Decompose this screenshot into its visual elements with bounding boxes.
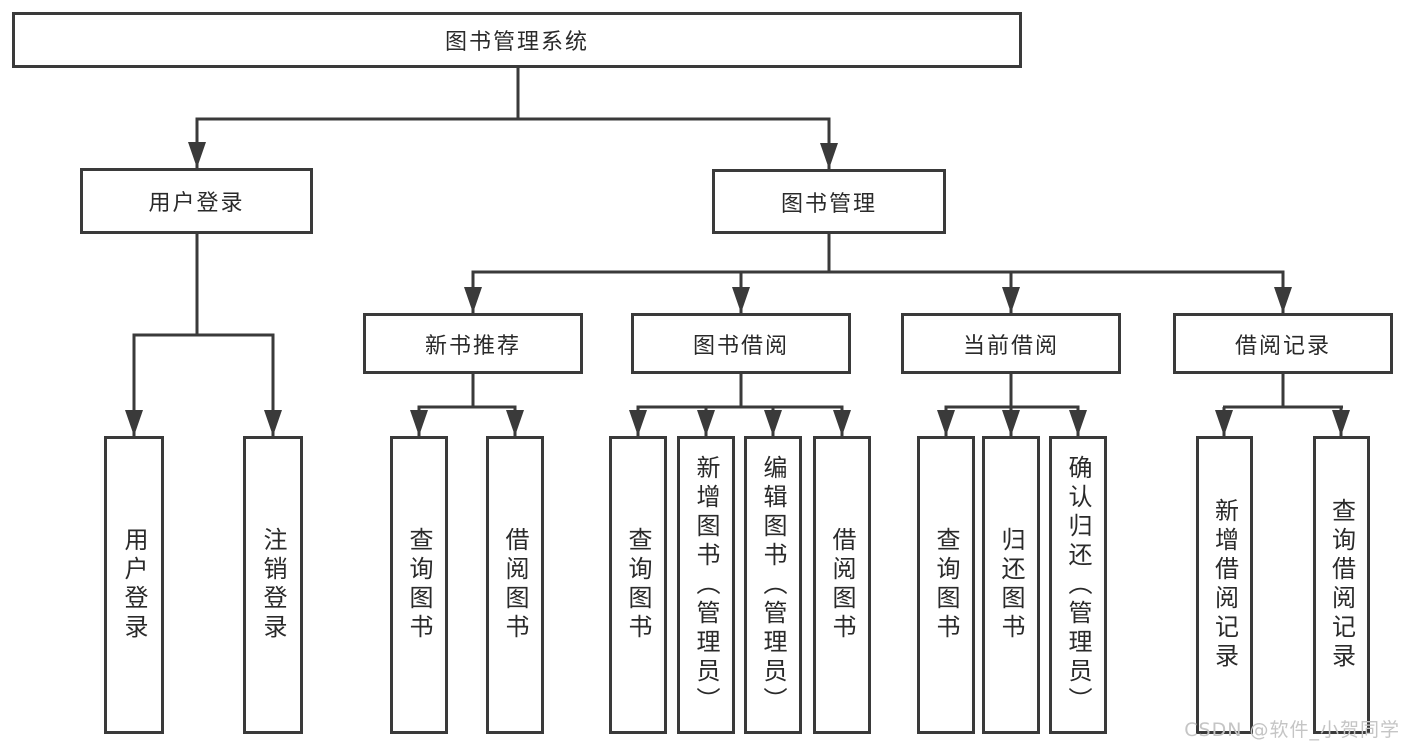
leaf-logout: 注销登录 — [243, 436, 303, 734]
node-new-book-recommend-label: 新书推荐 — [424, 333, 521, 359]
leaf-add-borrow-record-label: 新增借阅记录 — [1210, 498, 1239, 672]
leaf-confirm-return-admin-label: 确认归还（管理员） — [1064, 454, 1092, 716]
node-borrow-records: 借阅记录 — [1173, 313, 1393, 374]
leaf-query-borrow-record: 查询借阅记录 — [1313, 436, 1370, 734]
leaf-query-book-borrow-label: 查询图书 — [624, 527, 652, 643]
node-user-login-label: 用户登录 — [148, 191, 245, 216]
leaf-query-borrow-record-label: 查询借阅记录 — [1327, 498, 1356, 672]
leaf-return-book: 归还图书 — [982, 436, 1040, 734]
leaf-query-book-current: 查询图书 — [917, 436, 975, 734]
leaf-user-login: 用户登录 — [104, 436, 164, 734]
leaf-query-book-borrow: 查询图书 — [609, 436, 667, 734]
node-book-management-label: 图书管理 — [780, 191, 877, 217]
leaf-return-book-label: 归还图书 — [997, 527, 1025, 643]
node-book-borrow: 图书借阅 — [631, 313, 851, 374]
node-book-management: 图书管理 — [712, 169, 946, 234]
leaf-borrow-book-label: 借阅图书 — [828, 527, 856, 643]
leaf-edit-book-admin: 编辑图书（管理员） — [744, 436, 802, 734]
leaf-add-book-admin: 新增图书（管理员） — [677, 436, 735, 734]
node-root-label: 图书管理系统 — [444, 30, 589, 55]
node-book-borrow-label: 图书借阅 — [692, 333, 789, 359]
leaf-edit-book-admin-label: 编辑图书（管理员） — [759, 454, 787, 716]
leaf-confirm-return-admin: 确认归还（管理员） — [1049, 436, 1107, 734]
node-root-system: 图书管理系统 — [12, 12, 1022, 68]
leaf-logout-label: 注销登录 — [259, 527, 287, 643]
leaf-query-book-recommend: 查询图书 — [390, 436, 448, 734]
leaf-borrow-book-recommend: 借阅图书 — [486, 436, 544, 734]
csdn-watermark: CSDN @软件_小贺同学 — [1184, 719, 1400, 741]
leaf-add-book-admin-label: 新增图书（管理员） — [692, 454, 720, 716]
leaf-borrow-book-recommend-label: 借阅图书 — [501, 527, 529, 643]
leaf-query-book-current-label: 查询图书 — [932, 527, 960, 643]
node-user-login: 用户登录 — [80, 168, 313, 234]
leaf-query-book-recommend-label: 查询图书 — [405, 527, 433, 643]
node-new-book-recommend: 新书推荐 — [363, 313, 583, 374]
node-current-borrow-label: 当前借阅 — [962, 333, 1059, 359]
leaf-borrow-book: 借阅图书 — [813, 436, 871, 734]
node-borrow-records-label: 借阅记录 — [1234, 333, 1331, 359]
node-current-borrow: 当前借阅 — [901, 313, 1121, 374]
leaf-add-borrow-record: 新增借阅记录 — [1196, 436, 1253, 734]
leaf-user-login-label: 用户登录 — [120, 527, 148, 643]
